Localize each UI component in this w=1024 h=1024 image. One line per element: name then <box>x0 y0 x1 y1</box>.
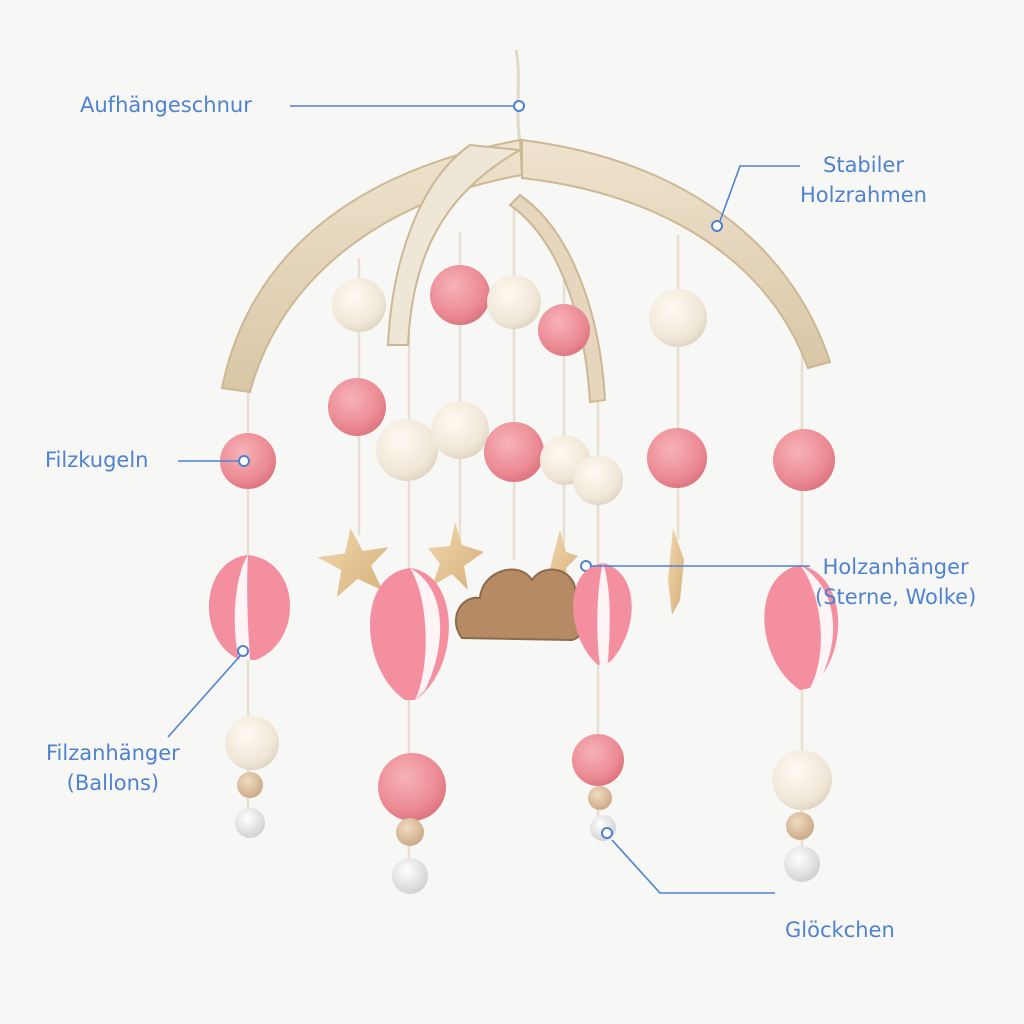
hanging-string <box>513 49 525 151</box>
wooden-frame <box>220 138 832 404</box>
callout-felt-balls: Filzkugeln <box>45 448 149 472</box>
felt-balloons <box>208 555 839 700</box>
callout-lines <box>167 105 810 894</box>
beads-and-bells <box>235 772 820 894</box>
callout-bells: Glöckchen <box>785 918 895 942</box>
felt-balls <box>220 265 835 821</box>
wooden-pendants <box>317 522 684 642</box>
callout-wooden-frame: Stabiler Holzrahmen <box>800 153 927 207</box>
callout-wood-pendants: Holzanhänger (Sterne, Wolke) <box>815 555 977 609</box>
callout-hanging-string: Aufhängeschnur <box>80 93 252 117</box>
callout-felt-balloons: Filzanhänger (Ballons) <box>46 741 180 795</box>
